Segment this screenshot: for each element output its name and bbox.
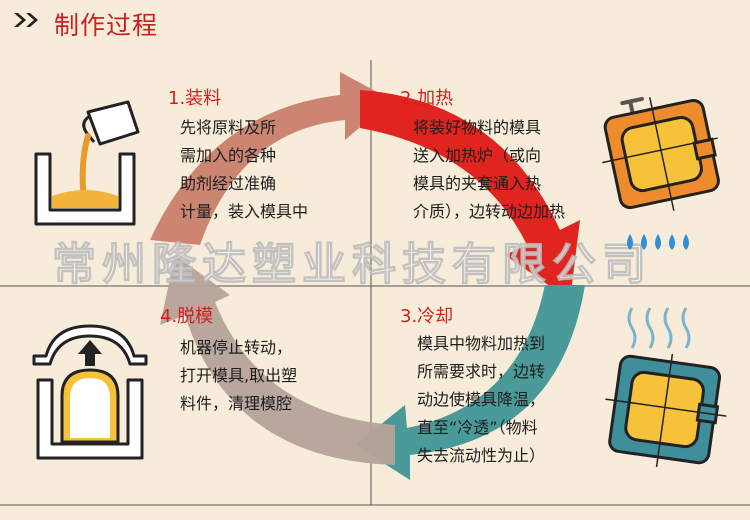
step-4-title: 4.脱模	[160, 306, 214, 327]
step-4-line: 机器停止转动，	[180, 338, 293, 357]
step-1-line: 先将原料及所	[180, 118, 277, 137]
step-2-line: 模具的夹套通入热	[413, 174, 542, 193]
step-3-line: 所需要求时，边转	[417, 362, 546, 381]
step-1-line: 需加入的各种	[180, 146, 277, 165]
demold-icon	[32, 324, 148, 460]
double-chevron-icon	[14, 13, 38, 27]
step-2-description: 将装好物料的模具 送入加热炉（或向 模具的夹套通入热 介质），边转动边加热	[413, 114, 565, 226]
step-3-line: 动边使模具降温，	[417, 390, 546, 409]
step-4-line: 料件，清理模腔	[180, 394, 293, 413]
step-3-line: 模具中物料加热到	[417, 334, 546, 353]
cooling-mold-icon	[605, 307, 727, 468]
page-title: 制作过程	[54, 11, 159, 40]
arrow-cool-to-demold	[355, 285, 585, 480]
arrow-demold-to-load	[160, 255, 395, 465]
step-1-line: 计量，装入模具中	[180, 202, 309, 221]
step-2-line: 送入加热炉（或向	[413, 146, 542, 165]
step-2-title: 2.加热	[400, 88, 454, 109]
step-3-line: 直至“冷透”（物料	[417, 418, 538, 437]
step-3-line: 失去流动性为止）	[417, 446, 546, 465]
heated-mold-icon	[602, 96, 720, 211]
beaker-pour-icon	[34, 100, 140, 226]
water-drops-icon	[627, 234, 689, 250]
step-1-title: 1.装料	[168, 88, 222, 109]
arrow-heat-to-cool	[360, 90, 580, 300]
watermark-text: 常州隆达塑业科技有限公司	[52, 239, 652, 291]
step-4-description: 机器停止转动， 打开模具,取出塑 料件，清理模腔	[180, 334, 297, 418]
step-3-title: 3.冷却	[400, 306, 454, 327]
step-3-description: 模具中物料加热到 所需要求时，边转 动边使模具降温， 直至“冷透”（物料 失去流…	[417, 330, 545, 470]
step-1-description: 先将原料及所 需加入的各种 助剂经过准确 计量，装入模具中	[180, 114, 308, 226]
step-2-line: 介质），边转动边加热	[413, 202, 566, 221]
arrow-load-to-heat	[150, 72, 392, 245]
step-1-line: 助剂经过准确	[180, 174, 277, 193]
step-2-line: 将装好物料的模具	[413, 118, 542, 137]
step-4-line: 打开模具,取出塑	[180, 366, 298, 385]
